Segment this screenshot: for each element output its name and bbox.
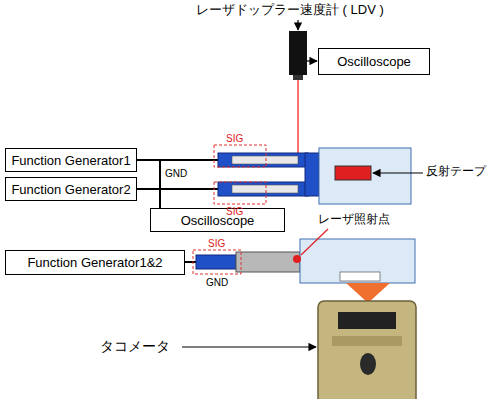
sig-marker	[214, 145, 266, 167]
instrument-box: Function Generator2	[5, 177, 137, 201]
tacho-display	[338, 312, 396, 329]
piezo-stack	[218, 153, 308, 167]
signal-name: GND	[206, 277, 228, 289]
laser-point	[293, 255, 301, 263]
signal-name: SIG	[226, 206, 243, 218]
wire	[185, 261, 196, 263]
node-text: Function Generator1	[11, 153, 130, 168]
signal-name: SIG	[226, 133, 243, 145]
leader-line	[301, 229, 328, 255]
shaft	[236, 252, 300, 272]
node-text: Oscilloscope	[181, 213, 255, 228]
part-name: タコメータ	[100, 338, 170, 354]
ground-wire	[137, 160, 160, 208]
piezo-stack	[218, 182, 308, 196]
node-text: Function Generator2	[11, 182, 130, 197]
instrument-box: Oscilloscope	[318, 48, 430, 75]
signal-wire	[307, 60, 317, 61]
ldv-head	[289, 31, 307, 75]
connector-block	[305, 153, 319, 196]
moving-block	[300, 239, 415, 283]
reflective-mark	[340, 272, 380, 281]
instrument-box: Function Generator1&2	[5, 250, 185, 275]
piezo-stack	[196, 255, 236, 269]
sig-marker	[193, 250, 241, 274]
leader-arrow	[182, 346, 316, 347]
leader-arrow	[297, 20, 298, 30]
signal-name: GND	[165, 168, 187, 180]
signal-name: SIG	[208, 238, 225, 250]
ground-wire	[137, 189, 160, 208]
piezo-core	[232, 185, 298, 193]
leader-arrow	[373, 172, 423, 173]
tacho-beam	[346, 283, 390, 303]
tachometer	[318, 301, 416, 399]
part-name: 反射テープ	[426, 165, 486, 179]
instrument-box: Function Generator1	[5, 148, 137, 172]
reflective-tape	[335, 166, 371, 180]
tacho-button	[360, 353, 376, 375]
piezo-core	[232, 156, 298, 164]
ldv-lens	[293, 75, 303, 80]
part-name: レーザ照射点	[318, 213, 390, 227]
node-text: Oscilloscope	[337, 54, 411, 69]
device-title: レーザドップラー速度計 ( LDV )	[196, 3, 384, 18]
tacho-panel	[332, 336, 402, 346]
sig-marker	[214, 182, 266, 204]
moving-block	[319, 148, 411, 204]
instrument-box: Oscilloscope	[150, 208, 285, 232]
node-text: Function Generator1&2	[27, 255, 162, 270]
